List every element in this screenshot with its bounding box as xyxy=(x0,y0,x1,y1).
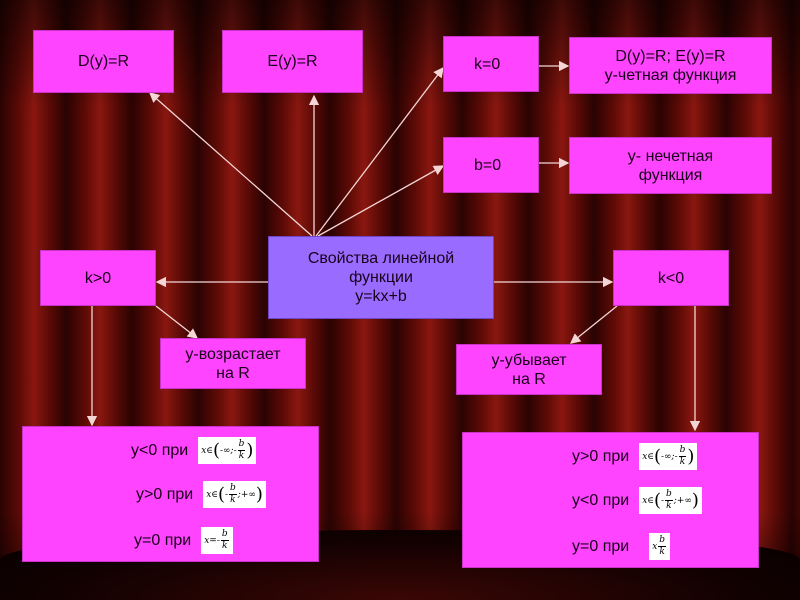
arrow-to-b-zero xyxy=(318,166,443,236)
center-box: Свойства линейной функции y=kx+b xyxy=(268,236,494,319)
right-condition-negative-text: y<0 при xyxy=(572,492,629,510)
domain-box: D(y)=R xyxy=(33,30,174,93)
decreasing-box: y-убывает на R xyxy=(456,344,602,395)
range-box: E(y)=R xyxy=(222,30,363,93)
k-negative-box: k<0 xyxy=(613,250,729,306)
k-zero-result-box: D(y)=R; E(y)=R y-четная функция xyxy=(569,37,772,94)
b-zero-box: b=0 xyxy=(443,137,539,193)
right-condition-zero-text: y=0 при xyxy=(572,538,629,556)
right-condition-positive-text: y>0 при xyxy=(572,448,629,466)
arrow-to-decreasing xyxy=(571,306,617,343)
arrow-to-domain xyxy=(150,93,312,236)
b-zero-result-box: y- нечетная функция xyxy=(569,137,772,194)
k-positive-box: k>0 xyxy=(40,250,156,306)
k-zero-box: k=0 xyxy=(443,36,539,92)
left-condition-positive-text: y>0 при xyxy=(136,486,193,504)
increasing-box: y-возрастает на R xyxy=(160,338,306,389)
left-condition-zero-text: y=0 при xyxy=(134,532,191,550)
arrow-to-increasing xyxy=(156,306,197,338)
arrow-to-k-zero xyxy=(316,68,443,236)
left-condition-negative-text: y<0 при xyxy=(131,442,188,460)
